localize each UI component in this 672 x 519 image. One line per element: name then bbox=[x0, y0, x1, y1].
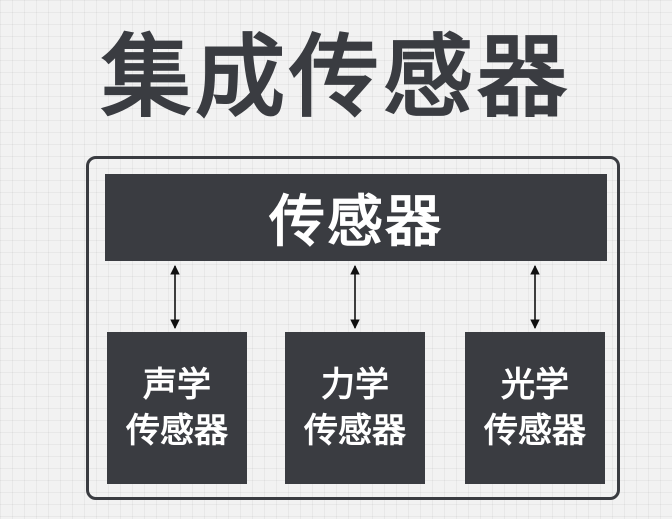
mechanical-sensor-box: 力学 传感器 bbox=[285, 332, 425, 484]
integrated-sensor-frame bbox=[86, 156, 620, 500]
optical-sensor-line2: 传感器 bbox=[484, 411, 586, 451]
acoustic-sensor-box: 声学 传感器 bbox=[107, 332, 247, 484]
sensor-top-box: 传感器 bbox=[105, 174, 607, 261]
acoustic-sensor-line1: 声学 bbox=[143, 365, 211, 405]
optical-sensor-box: 光学 传感器 bbox=[465, 332, 605, 484]
optical-sensor-line1: 光学 bbox=[501, 365, 569, 405]
sensor-top-label: 传感器 bbox=[269, 190, 443, 255]
mechanical-sensor-line1: 力学 bbox=[321, 365, 389, 405]
acoustic-sensor-line2: 传感器 bbox=[126, 411, 228, 451]
mechanical-sensor-line2: 传感器 bbox=[304, 411, 406, 451]
diagram-title: 集成传感器 bbox=[101, 25, 571, 130]
